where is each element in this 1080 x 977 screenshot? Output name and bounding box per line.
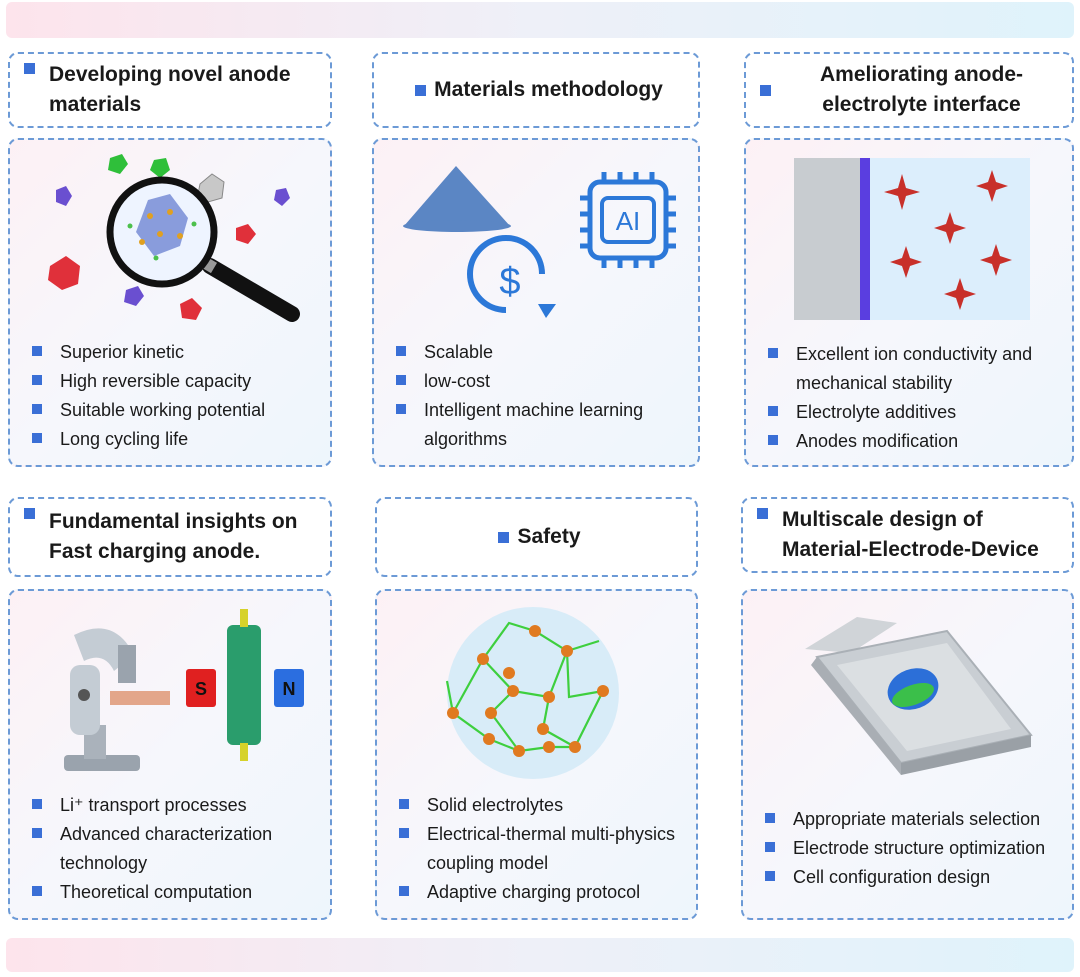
list-item: Anodes modification <box>768 427 1060 456</box>
card-title-methodology: Materials methodology <box>372 52 700 128</box>
list-item: High reversible capacity <box>32 367 318 396</box>
bottom-banner <box>6 938 1074 972</box>
title-bullet-icon <box>24 63 35 74</box>
magnifier-crystals-icon <box>48 154 300 322</box>
card-bullets: Scalable low-cost Intelligent machine le… <box>396 338 686 454</box>
powder-ai-chip-dollar-icon: AI $ <box>403 166 676 318</box>
list-item: Electrolyte additives <box>768 398 1060 427</box>
card-title-multiscale: Multiscale design of Material-Electrode-… <box>741 497 1074 573</box>
card-title-text: Safety <box>517 525 581 548</box>
card-title-text: Ameliorating anode-electrolyte interface <box>819 63 1024 116</box>
electrode-interface-icon <box>794 158 1030 320</box>
list-item: Suitable working potential <box>32 396 318 425</box>
list-item: Long cycling life <box>32 425 318 454</box>
card-bullets: Superior kinetic High reversible capacit… <box>32 338 318 454</box>
card-panel-safety: Solid electrolytes Electrical-thermal mu… <box>375 589 698 920</box>
list-item: Advanced characterization technology <box>32 820 318 878</box>
card-bullets: Solid electrolytes Electrical-thermal mu… <box>399 791 684 907</box>
top-banner <box>6 2 1074 38</box>
list-item: Appropriate materials selection <box>765 805 1060 834</box>
list-item: Scalable <box>396 338 686 367</box>
list-item: Excellent ion conductivity and mechanica… <box>768 340 1060 398</box>
title-bullet-icon <box>757 508 768 519</box>
title-bullet-icon <box>760 84 771 96</box>
dollar-label: $ <box>499 261 520 303</box>
card-title-text: Developing novel anode materials <box>49 63 291 116</box>
card-title-interface: Ameliorating anode-electrolyte interface <box>744 52 1074 128</box>
magnet-n-label: N <box>283 679 296 699</box>
title-bullet-icon <box>498 531 510 543</box>
card-title-safety: Safety <box>375 497 698 577</box>
microscope-magnet-icon: S N <box>64 609 304 771</box>
list-item: Theoretical computation <box>32 878 318 907</box>
title-bullet-icon <box>24 508 35 519</box>
card-title-text: Multiscale design of Material-Electrode-… <box>782 508 1039 561</box>
list-item: Li⁺ transport processes <box>32 791 318 820</box>
ai-chip-label: AI <box>616 206 641 236</box>
card-bullets: Excellent ion conductivity and mechanica… <box>768 340 1060 456</box>
list-item: Intelligent machine learning algorithms <box>396 396 686 454</box>
list-item: Superior kinetic <box>32 338 318 367</box>
list-item: Cell configuration design <box>765 863 1060 892</box>
card-title-text: Materials methodology <box>434 78 663 101</box>
polymer-network-icon <box>445 607 619 779</box>
card-panel-methodology: AI $ Scalable low-cost Intelligent machi… <box>372 138 700 467</box>
card-bullets: Appropriate materials selection Electrod… <box>765 805 1060 892</box>
card-panel-anode-materials: Superior kinetic High reversible capacit… <box>8 138 332 467</box>
card-panel-multiscale: Appropriate materials selection Electrod… <box>741 589 1074 920</box>
card-title-text: Fundamental insights on Fast charging an… <box>49 510 298 563</box>
list-item: Electrode structure optimization <box>765 834 1060 863</box>
card-title-insights: Fundamental insights on Fast charging an… <box>8 497 332 577</box>
magnet-s-label: S <box>195 679 207 699</box>
pouch-cell-icon <box>805 617 1033 775</box>
list-item: Electrical-thermal multi-physics couplin… <box>399 820 684 878</box>
card-title-anode-materials: Developing novel anode materials <box>8 52 332 128</box>
list-item: low-cost <box>396 367 686 396</box>
list-item: Solid electrolytes <box>399 791 684 820</box>
card-panel-interface: Excellent ion conductivity and mechanica… <box>744 138 1074 467</box>
list-item: Adaptive charging protocol <box>399 878 684 907</box>
card-bullets: Li⁺ transport processes Advanced charact… <box>32 791 318 907</box>
card-panel-insights: S N Li⁺ transport processes Advanced cha… <box>8 589 332 920</box>
title-bullet-icon <box>415 84 427 96</box>
